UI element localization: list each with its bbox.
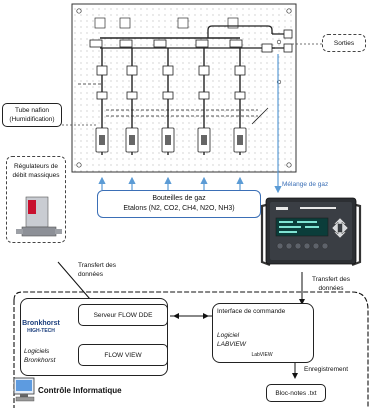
transfert-right-line1: Transfert des — [311, 276, 351, 283]
tube-nafion-box: Tube nafion (Humidification) — [2, 103, 62, 127]
control-area-outline — [13, 291, 369, 408]
flow-view-label: FLOW VIEW — [104, 352, 142, 359]
logiciels-line2: Bronkhorst — [24, 357, 56, 364]
melange-label: Mélange de gaz — [282, 181, 329, 188]
interface-label: Interface de commande — [217, 308, 286, 315]
regulateurs-label-line1: Régulateurs de — [13, 163, 59, 170]
bronkhorst-logo-subtext: HIGH-TECH — [27, 328, 55, 334]
bloc-notes-label: Bloc-notes .txt — [275, 390, 317, 397]
labview-logo-text: LabVIEW — [251, 352, 273, 358]
transfert-right-line2: données — [318, 285, 344, 292]
tube-nafion-label-line1: Tube nafion — [14, 107, 50, 114]
logiciel-line1: Logiciel — [217, 332, 240, 339]
sorties-label: Sorties — [333, 40, 355, 47]
computer-icon — [13, 377, 35, 402]
bloc-notes-box[interactable]: Bloc-notes .txt — [266, 384, 326, 402]
bouteilles-label-line2: Etalons (N2, CO2, CH4, N2O, NH3) — [123, 205, 235, 212]
bouteilles-label-line1: Bouteilles de gaz — [152, 195, 206, 202]
gas-panel — [71, 3, 297, 173]
enregistrement-label: Enregistrement — [304, 366, 349, 373]
regulateurs-box: Régulateurs de débit massiques — [6, 156, 66, 243]
serveur-flow-dde-box[interactable]: Serveur FLOW DDE — [78, 304, 168, 326]
logiciels-line1: Logiciels — [24, 348, 50, 355]
flow-view-box[interactable]: FLOW VIEW — [78, 344, 168, 366]
mass-flow-controller-device — [16, 196, 62, 237]
interface-commande-box: Interface de commande Logiciel LABVIEW — [212, 303, 314, 363]
controle-informatique-title: Contrôle Informatique — [38, 386, 122, 395]
transfert-left-line1: Transfert des — [78, 262, 117, 269]
bronkhorst-logo-text: Bronkhorst — [22, 320, 60, 327]
transfert-left-line2: données — [78, 271, 103, 278]
tube-nafion-label-line2: (Humidification) — [9, 116, 55, 123]
bouteilles-box: Bouteilles de gaz Etalons (N2, CO2, CH4,… — [97, 190, 261, 218]
logiciel-line2: LABVIEW — [217, 341, 246, 348]
sorties-box: Sorties — [322, 34, 366, 52]
gas-analyzer-device — [260, 197, 362, 267]
regulateurs-label-line2: débit massiques — [12, 172, 60, 179]
serveur-label: Serveur FLOW DDE — [93, 312, 153, 319]
